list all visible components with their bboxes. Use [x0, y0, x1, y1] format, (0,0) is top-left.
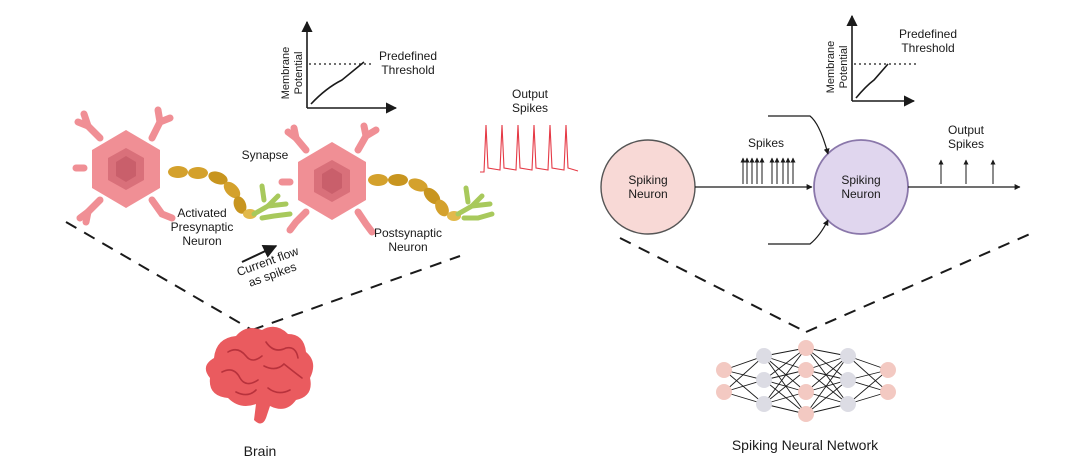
output-spike-arrows — [938, 159, 996, 184]
synapse-label: Synapse — [241, 148, 289, 162]
postsynaptic-line2: Neuron — [388, 240, 428, 254]
postsynaptic-line1: Postsynaptic — [373, 226, 443, 240]
postsynaptic-neuron — [278, 122, 380, 236]
network-node — [880, 384, 896, 400]
postsynaptic-terminal — [455, 185, 495, 221]
network-node — [756, 372, 772, 388]
postsynaptic-neuron-label: Postsynaptic Neuron — [366, 226, 450, 254]
network-edge — [763, 355, 807, 393]
network-node — [716, 384, 732, 400]
right-threshold-line1: Predefined — [898, 27, 958, 41]
brain-icon — [205, 326, 314, 424]
network-edge — [805, 355, 849, 393]
network-edge — [723, 355, 765, 393]
presynaptic-terminal — [251, 183, 293, 221]
network-edge — [847, 355, 889, 393]
network-edge — [763, 355, 807, 415]
network-node — [840, 396, 856, 412]
left-output-spikes-label: Output Spikes — [500, 87, 560, 115]
right-output-spikes-line2: Spikes — [947, 137, 985, 151]
network-node — [798, 340, 814, 356]
input-spikes-label: Spikes — [747, 136, 785, 150]
presynaptic-neuron-label: Activated Presynaptic Neuron — [162, 206, 242, 248]
network-edge — [805, 347, 849, 405]
network-edge — [763, 347, 807, 405]
right-output-spikes-label: Output Spikes — [936, 123, 996, 151]
network-node — [880, 362, 896, 378]
spiking-neural-network-label: Spiking Neural Network — [731, 437, 879, 453]
spiking-neuron-b-line1: Spiking — [841, 173, 881, 187]
left-output-spikes-line2: Spikes — [511, 101, 549, 115]
network-node — [798, 406, 814, 422]
network-edge — [805, 369, 849, 405]
left-threshold-line2: Threshold — [381, 63, 435, 77]
network-edge — [805, 347, 849, 381]
network-edge — [763, 369, 807, 405]
spiking-neuron-a-label: Spiking Neuron — [608, 173, 688, 201]
network-edge — [805, 355, 849, 415]
presynaptic-axon — [168, 166, 257, 219]
right-graph-y-label-line2: Potential — [838, 45, 850, 89]
right-output-spikes-line1: Output — [947, 123, 985, 137]
network-edge — [847, 369, 889, 405]
right-graph-y-axis-label: Membrane Potential — [825, 27, 851, 107]
network-edge — [723, 369, 765, 405]
left-output-spike-train — [480, 124, 579, 173]
network-node — [798, 384, 814, 400]
network-node — [756, 348, 772, 364]
presynaptic-line1: Activated — [177, 206, 227, 220]
right-graph-y-label-line1: Membrane — [825, 40, 837, 94]
network-node — [756, 396, 772, 412]
brain-label: Brain — [243, 443, 277, 459]
left-graph-potential-curve — [310, 61, 365, 105]
spiking-neuron-a-line1: Spiking — [628, 173, 668, 187]
network-edge — [805, 379, 849, 415]
input-spike-arrows — [740, 157, 796, 184]
network-edge — [763, 347, 807, 381]
right-dashed-funnel — [619, 233, 1031, 333]
left-dashed-funnel — [65, 221, 461, 331]
left-membrane-graph — [301, 20, 398, 114]
right-threshold-label: Predefined Threshold — [888, 27, 968, 55]
left-threshold-label: Predefined Threshold — [368, 49, 448, 77]
network-edge — [763, 379, 807, 415]
current-flow-arrow — [241, 245, 278, 263]
spiking-neuron-b-label: Spiking Neuron — [821, 173, 901, 201]
presynaptic-neuron — [72, 106, 176, 226]
network-node — [840, 348, 856, 364]
network-node — [798, 362, 814, 378]
right-threshold-line2: Threshold — [901, 41, 955, 55]
network-node — [840, 372, 856, 388]
neural-network-icon — [716, 340, 896, 422]
lower-input-connection — [768, 219, 829, 245]
spiking-neuron-a-line2: Neuron — [628, 187, 668, 201]
left-output-spikes-line1: Output — [511, 87, 549, 101]
right-membrane-graph — [846, 14, 918, 107]
upper-input-connection — [768, 115, 830, 155]
left-threshold-line1: Predefined — [378, 49, 438, 63]
right-graph-potential-curve — [855, 63, 889, 99]
left-graph-y-label-line2: Potential — [293, 51, 305, 95]
presynaptic-line3: Neuron — [182, 234, 222, 248]
left-graph-y-label-line1: Membrane — [280, 46, 292, 100]
postsynaptic-axon — [368, 174, 461, 221]
left-graph-y-axis-label: Membrane Potential — [280, 33, 306, 113]
spiking-neuron-b-line2: Neuron — [841, 187, 881, 201]
presynaptic-line2: Presynaptic — [170, 220, 234, 234]
network-node — [716, 362, 732, 378]
